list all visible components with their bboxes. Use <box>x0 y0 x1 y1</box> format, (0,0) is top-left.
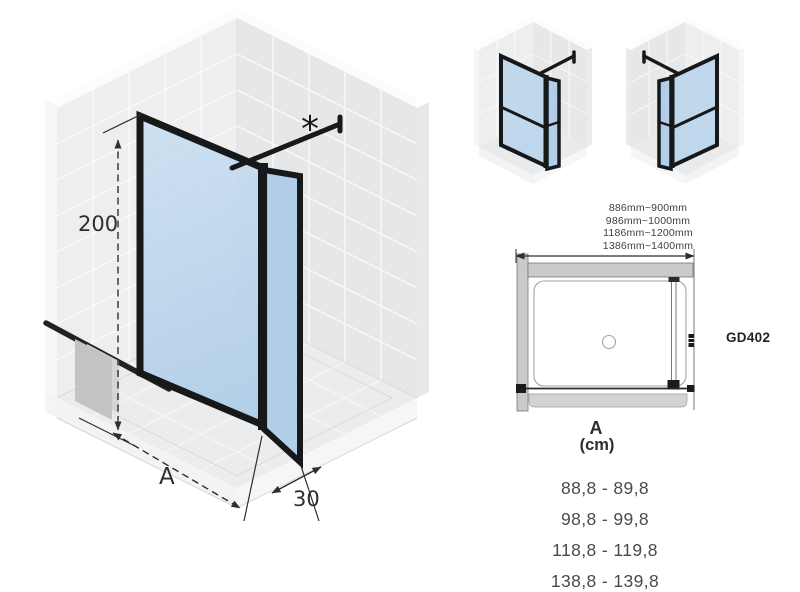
plan-dimension-line <box>515 249 695 410</box>
support-bar <box>229 114 343 171</box>
plan-shower-tray <box>533 280 687 387</box>
size-table-row: 88,8 - 89,8 <box>560 478 650 498</box>
height-dimension-label: 200 <box>78 212 118 236</box>
variant-left-icon <box>474 16 592 184</box>
variant-right-icon <box>626 16 744 184</box>
depth-dimension-label: 30 <box>293 487 320 511</box>
asterisk-marker: * <box>301 109 319 150</box>
plan-drain <box>601 334 617 350</box>
main-isometric-drawing: * 200 A 30 <box>43 18 429 522</box>
size-table-unit: (cm) <box>579 436 615 454</box>
width-dimension-label: A <box>159 464 175 490</box>
side-return-panel <box>261 166 303 469</box>
plan-wall-profile <box>516 384 526 393</box>
variant-diagrams <box>460 4 760 204</box>
size-table: A (cm) 88,8 - 89,8 98,8 - 99,8 118,8 - 1… <box>510 418 700 592</box>
dimension-range: 986mm~1000mm <box>605 214 691 227</box>
dimension-30 <box>271 465 322 522</box>
size-table-row: 98,8 - 99,8 <box>560 509 650 529</box>
towel <box>75 339 119 420</box>
dimension-range: 1186mm~1200mm <box>603 227 693 239</box>
plan-wall-top <box>527 262 694 278</box>
dimension-200 <box>102 113 143 431</box>
size-table-header: A <box>589 418 603 438</box>
plan-support-bar <box>667 277 680 390</box>
plan-glass-panel-line <box>516 384 695 408</box>
plan-tray-apron <box>528 393 688 408</box>
plan-view-drawing <box>515 249 695 412</box>
dimension-A <box>78 417 263 522</box>
dimension-ranges: 886mm~900mm 986mm~1000mm 1186mm~1200mm 1… <box>548 202 748 252</box>
size-table-row: 118,8 - 119,8 <box>552 540 658 560</box>
plan-wall-bracket <box>688 334 694 347</box>
dimension-range: 1386mm~1400mm <box>602 239 694 252</box>
model-code-label: GD402 <box>726 330 771 345</box>
dimension-range: 886mm~900mm <box>608 202 688 214</box>
size-table-row: 138,8 - 139,8 <box>550 571 660 591</box>
